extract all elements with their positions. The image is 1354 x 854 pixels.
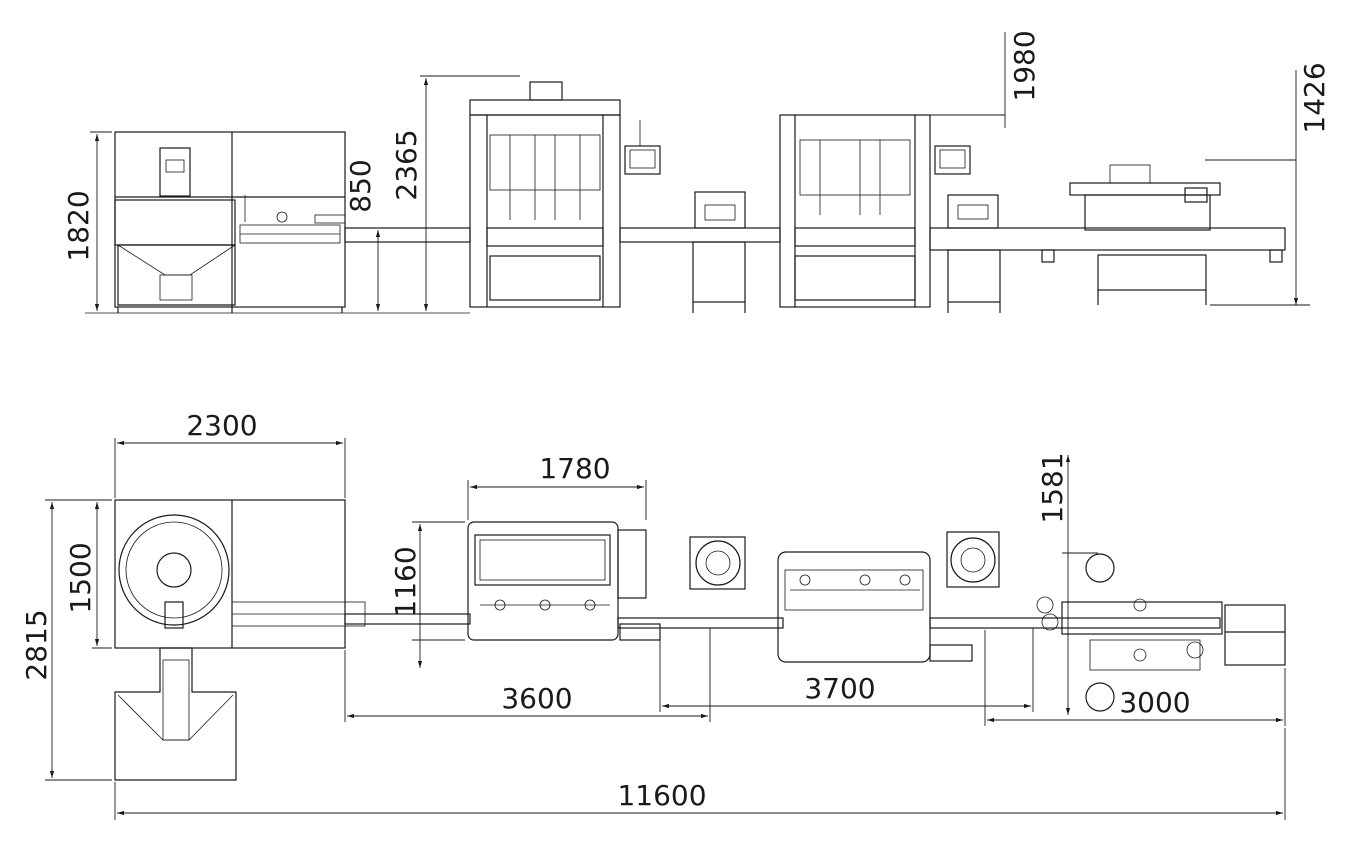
dim-1581: 1581 [1036,452,1098,715]
svg-text:1980: 1980 [1008,30,1041,101]
side-view: 1820 850 2365 1980 1426 [62,30,1331,314]
svg-text:1780: 1780 [539,452,610,485]
svg-text:3000: 3000 [1119,686,1190,719]
top-cap-feeder-1 [689,536,746,590]
side-cap-feeder-2 [947,194,1001,313]
svg-text:850: 850 [344,159,377,212]
svg-text:1426: 1426 [1298,62,1331,133]
top-unscrambler [114,499,366,781]
svg-text:2365: 2365 [390,129,423,200]
side-unscrambler [114,131,346,313]
dim-2300: 2300 [114,409,346,498]
dim-850: 850 [344,159,381,311]
svg-text:1500: 1500 [64,542,97,613]
top-capper [777,551,973,663]
top-labeller [1036,553,1286,712]
svg-text:1820: 1820 [62,190,95,261]
dim-3000: 3000 [984,630,1286,726]
svg-text:2300: 2300 [186,409,257,442]
dim-1500: 1500 [64,499,112,649]
svg-text:2815: 2815 [20,609,53,680]
dim-1426: 1426 [1205,62,1331,306]
side-capper [779,114,971,308]
side-cap-feeder-1 [692,191,746,313]
top-filler [467,521,661,641]
dim-2815: 2815 [20,499,112,781]
dim-1820: 1820 [62,131,112,311]
svg-text:3600: 3600 [501,682,572,715]
top-cap-feeder-2 [946,531,1000,588]
dim-3600: 3600 [344,628,711,722]
svg-text:3700: 3700 [804,672,875,705]
dim-2365: 2365 [390,75,520,311]
dim-1780: 1780 [467,452,647,520]
side-filler [469,81,661,308]
svg-text:1160: 1160 [389,546,422,617]
top-view: 2300 1500 2815 1780 1160 [20,409,1286,820]
side-labeller [1041,164,1283,305]
dim-11600: 11600 [114,728,1286,820]
dim-3700: 3700 [659,628,1034,712]
svg-text:1581: 1581 [1036,452,1069,523]
dim-1160: 1160 [389,521,465,668]
svg-text:11600: 11600 [617,779,706,812]
dim-1980: 1980 [930,30,1041,128]
